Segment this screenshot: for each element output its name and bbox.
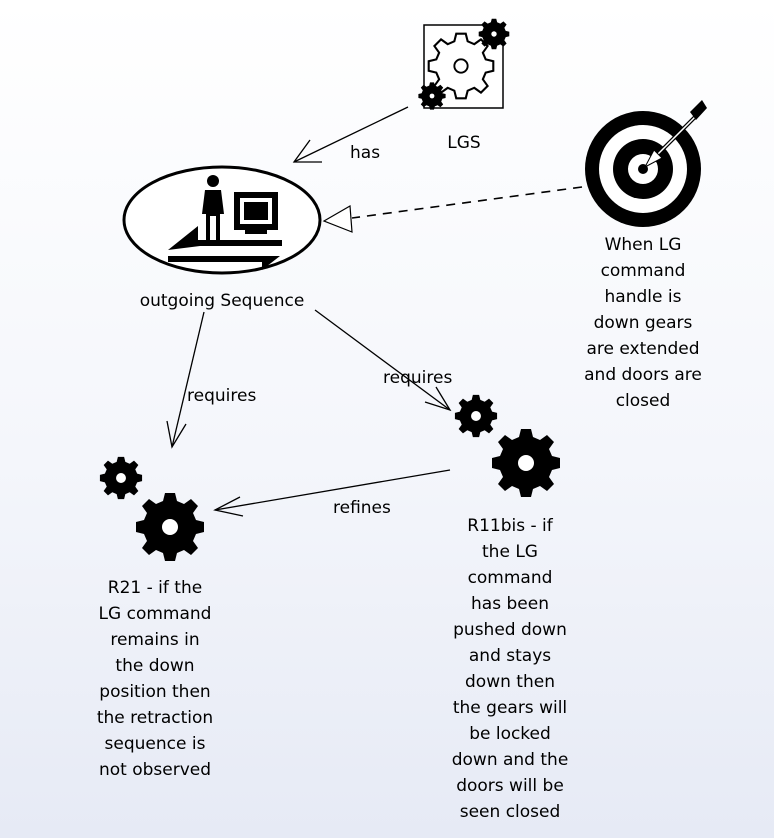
requirement-r21-label: R21 - if the LG command remains in the d… <box>96 578 214 780</box>
requirement-gears-icon[interactable] <box>99 456 204 561</box>
goal-label: When LG command handle is down gears are… <box>584 235 702 411</box>
edge-has[interactable] <box>292 106 409 163</box>
edge-requires-right[interactable] <box>314 309 452 412</box>
edge-label-requires-right: requires <box>383 368 453 388</box>
edge-label-requires-left: requires <box>187 386 257 406</box>
use-case-actor-computer-icon[interactable] <box>122 165 322 275</box>
edge-requires-left[interactable] <box>166 311 205 449</box>
edge-label-refines: refines <box>333 498 391 518</box>
lgs-label: LGS <box>447 133 481 153</box>
edge-refines[interactable] <box>213 469 451 517</box>
component-gear-icon[interactable] <box>418 18 510 110</box>
target-arrow-icon[interactable] <box>585 100 707 227</box>
requirement-gears-icon[interactable] <box>454 394 560 497</box>
edge-label-has: has <box>350 143 381 163</box>
edge-realization[interactable] <box>322 186 583 233</box>
use-case-label: outgoing Sequence <box>139 291 305 311</box>
requirement-r11bis-label: R11bis - if the LG command has been push… <box>451 516 569 822</box>
